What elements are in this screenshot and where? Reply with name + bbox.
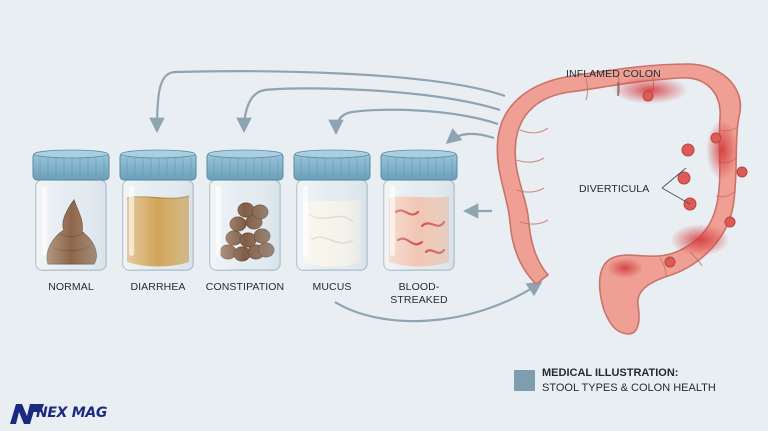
- jar-label-blood-streaked: BLOOD- STREAKED: [390, 281, 448, 306]
- caption-swatch: [514, 370, 535, 391]
- jar-diarrhea: [119, 149, 197, 271]
- jar-blood: [380, 149, 458, 271]
- arrow-to-normal: [149, 70, 506, 134]
- arrow-to-diarrhea: [236, 87, 501, 134]
- jar-label-diarrhea: DIARRHEA: [130, 281, 186, 293]
- diverticula-pouches: [642, 90, 748, 268]
- colon-body: [496, 63, 742, 335]
- colon-illustration: [496, 63, 748, 335]
- jar-normal: [32, 149, 110, 271]
- caption-box: MEDICAL ILLUSTRATION: STOOL TYPES & COLO…: [514, 367, 754, 403]
- arrow-to-mucus: [445, 128, 495, 144]
- diverticula-leader: [661, 167, 691, 205]
- jar-label-mucus: MUCUS: [312, 281, 352, 293]
- jar-label-normal: NORMAL: [48, 281, 94, 293]
- jar-constipation: [206, 149, 284, 271]
- flow-arrows: [149, 70, 543, 323]
- n-logo-icon: [10, 404, 44, 424]
- caption-title: MEDICAL ILLUSTRATION:: [542, 367, 679, 379]
- jar-mucus: [293, 149, 371, 271]
- arrow-bottom: [334, 281, 543, 323]
- brand-logo-text: NEX MAG: [36, 405, 108, 421]
- callout-inflamed-colon: INFLAMED COLON: [566, 68, 661, 80]
- specimen-jars: [32, 149, 458, 271]
- brand-logo: NEX MAG: [8, 402, 118, 426]
- caption-subtitle: STOOL TYPES & COLON HEALTH: [542, 382, 716, 394]
- jar-label-constipation: CONSTIPATION: [205, 281, 285, 293]
- arrow-to-constipation: [328, 108, 499, 136]
- callout-diverticula: DIVERTICULA: [579, 183, 650, 195]
